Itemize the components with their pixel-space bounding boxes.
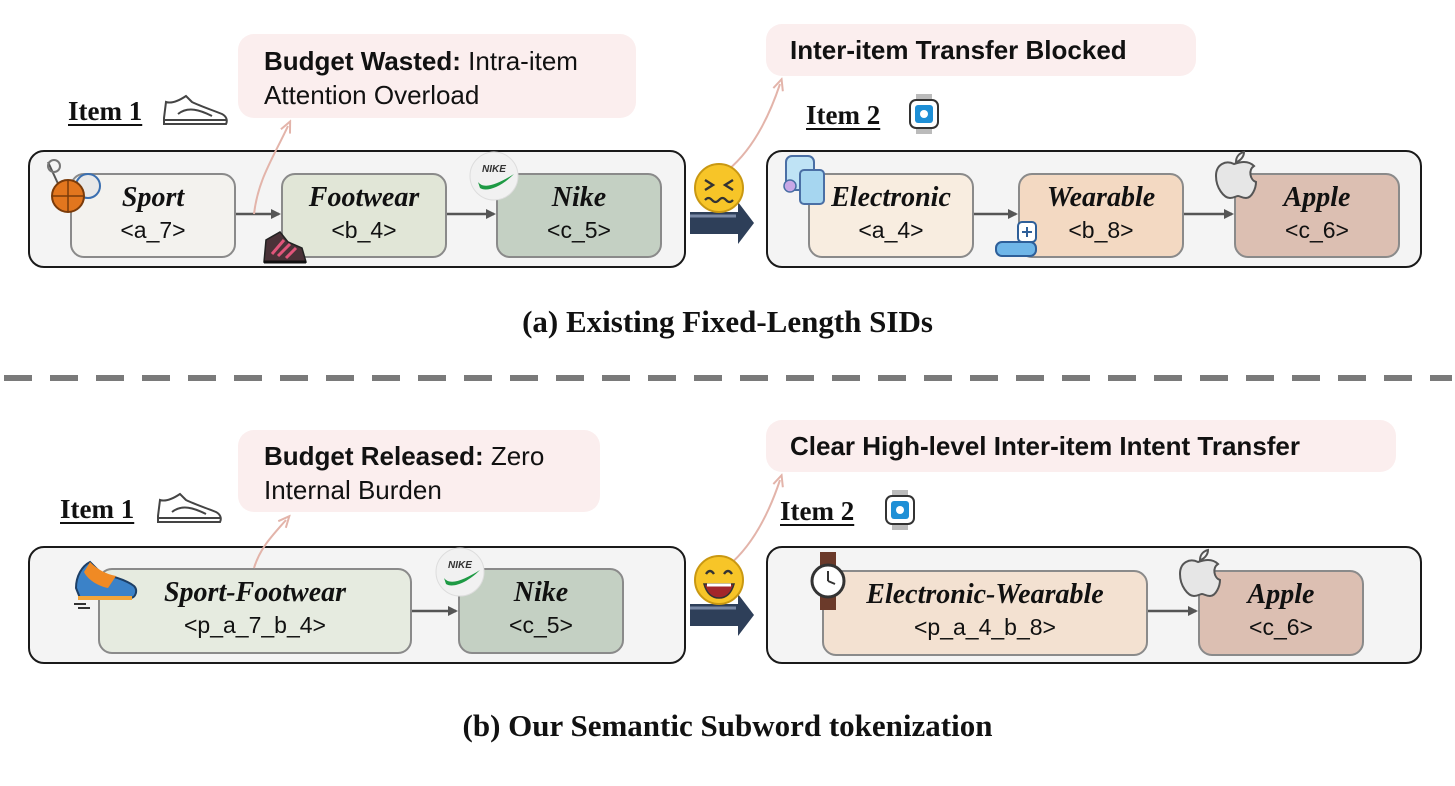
- sneaker-icon: [157, 492, 222, 523]
- token-id: <c_6>: [1285, 217, 1349, 243]
- token-apple: Apple <c_6>: [1234, 173, 1400, 258]
- token-name: Sport: [121, 182, 185, 213]
- token-footwear: Footwear <b_4>: [281, 173, 447, 258]
- link-intent-transfer: [727, 480, 780, 567]
- token-nike: Nike <c_5>: [458, 568, 624, 654]
- token-name: Apple: [1247, 579, 1315, 610]
- item1-label: Item 1: [68, 96, 143, 126]
- callout-bold: Budget Released:: [264, 441, 484, 471]
- nike-logo-icon: NIKE: [469, 151, 519, 201]
- token-apple: Apple <c_6>: [1198, 570, 1364, 656]
- watch-icon: [885, 490, 915, 530]
- token-id: <p_a_7_b_4>: [184, 612, 326, 638]
- token-name: Electronic-Wearable: [866, 579, 1104, 610]
- token-nike: Nike <c_5>: [496, 173, 662, 258]
- token-name: Sport-Footwear: [163, 577, 347, 608]
- token-id: <b_8>: [1068, 217, 1134, 243]
- token-wearable: Wearable <b_8>: [1018, 173, 1184, 258]
- link-budget-wasted: [253, 126, 288, 215]
- token-name: Wearable: [1046, 182, 1156, 213]
- caption-b: (b) Our Semantic Subword tokenization: [462, 708, 993, 743]
- nike-logo-icon: NIKE: [435, 547, 485, 597]
- item1-label: Item 1: [60, 494, 135, 524]
- link-budget-released: [253, 520, 286, 569]
- item2-label: Item 2: [806, 100, 881, 130]
- sad-face-icon: [694, 163, 744, 213]
- running-shoe-icon: [74, 560, 138, 609]
- token-sport-footwear: Sport-Footwear <p_a_7_b_4>: [98, 568, 412, 654]
- wristwatch-icon: [810, 552, 846, 610]
- apple-logo-icon: [1178, 548, 1222, 598]
- transfer-arrow-b: [690, 594, 754, 636]
- token-name: Apple: [1283, 182, 1351, 213]
- token-id: <p_a_4_b_8>: [914, 614, 1056, 640]
- callout-bold: Inter-item Transfer Blocked: [790, 35, 1127, 65]
- token-name: Footwear: [308, 182, 420, 213]
- token-id: <c_5>: [509, 612, 573, 638]
- callout-transfer-blocked: Inter-item Transfer Blocked: [766, 24, 1196, 76]
- token-electronic-wearable: Electronic-Wearable <p_a_4_b_8>: [822, 570, 1148, 656]
- token-id: <c_5>: [547, 217, 611, 243]
- callout-text: Zero Internal Burden: [264, 441, 545, 505]
- sneaker-icon: [163, 94, 228, 125]
- token-id: <c_6>: [1249, 614, 1313, 640]
- happy-face-icon: [694, 555, 744, 605]
- sports-balls-icon: [47, 159, 101, 213]
- callout-bold: Clear High-level Inter-item Intent Trans…: [790, 431, 1301, 461]
- callout-intent-transfer: Clear High-level Inter-item Intent Trans…: [766, 420, 1396, 472]
- callout-budget-released: Budget Released: Zero Internal Burden: [238, 430, 600, 512]
- callout-bold: Budget Wasted:: [264, 46, 461, 76]
- wearable-devices-icon: [783, 155, 825, 205]
- item2-label: Item 2: [780, 496, 855, 526]
- caption-a: (a) Existing Fixed-Length SIDs: [522, 304, 933, 339]
- token-id: <b_4>: [331, 217, 397, 243]
- svg-text:NIKE: NIKE: [482, 164, 506, 175]
- token-id: <a_4>: [858, 217, 924, 243]
- callout-text: Intra-item Attention Overload: [264, 46, 578, 110]
- link-transfer-blocked: [727, 84, 780, 171]
- apple-logo-icon: [1214, 150, 1258, 200]
- svg-text:NIKE: NIKE: [448, 560, 472, 571]
- callout-budget-wasted: Budget Wasted: Intra-item Attention Over…: [238, 34, 636, 118]
- token-id: <a_7>: [120, 217, 186, 243]
- token-name: Nike: [551, 182, 607, 213]
- transfer-arrow-a: [690, 202, 754, 244]
- token-name: Nike: [513, 577, 569, 608]
- boots-icon: [263, 231, 307, 264]
- watch-icon: [909, 94, 939, 134]
- vr-headset-icon: [995, 221, 1037, 257]
- token-electronic: Electronic <a_4>: [808, 173, 974, 258]
- token-name: Electronic: [831, 182, 951, 213]
